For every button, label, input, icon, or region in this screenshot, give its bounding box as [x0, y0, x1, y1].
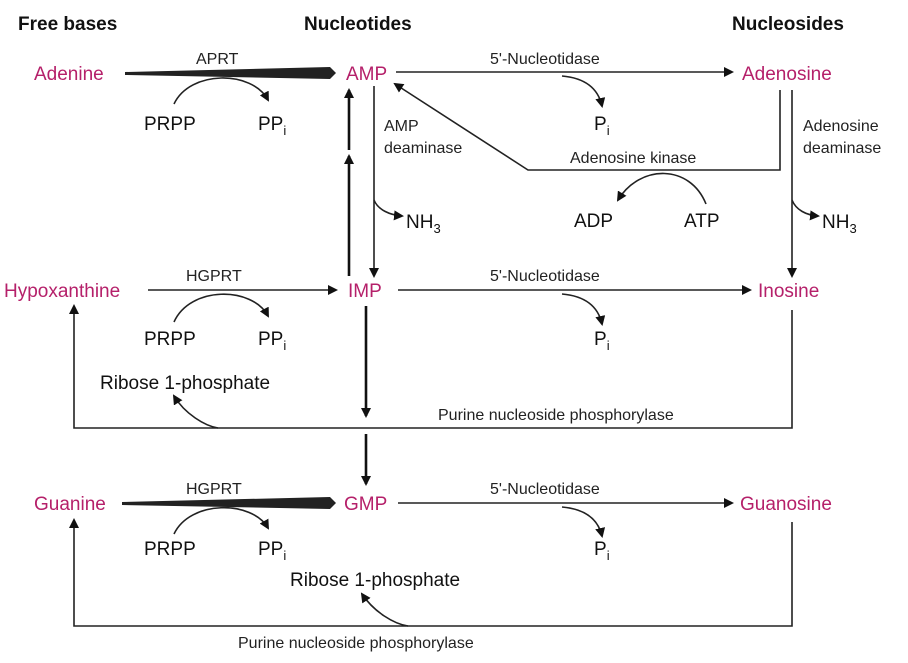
enzyme-adenosine-kinase: Adenosine kinase	[570, 150, 696, 167]
compound-imp: IMP	[348, 281, 382, 302]
kinase-atp-curve	[616, 172, 707, 205]
ppi-3: PPi	[258, 539, 286, 563]
enzyme-adenosine-deaminase-1: Adenosine	[803, 118, 879, 135]
compound-amp: AMP	[346, 64, 387, 85]
aprt-arrow	[125, 67, 336, 79]
hgprt-1-prpp-curve	[173, 293, 269, 323]
ppi-2: PPi	[258, 329, 286, 353]
nh3-2: NH3	[822, 212, 857, 236]
nucleotidase-1-pi-curve	[561, 75, 606, 108]
pi-2: Pi	[594, 329, 610, 353]
compound-inosine: Inosine	[758, 281, 819, 302]
compound-guanine: Guanine	[34, 494, 106, 515]
adenosine-kinase-arrow	[393, 82, 781, 171]
ribose-1-phosphate-1: Ribose 1-phosphate	[100, 373, 270, 394]
nucleotidase-3-pi-curve	[561, 506, 606, 538]
enzyme-hgprt-2: HGPRT	[186, 481, 242, 498]
enzyme-adenosine-deaminase-2: deaminase	[803, 140, 881, 157]
compound-adenine: Adenine	[34, 64, 104, 85]
hgprt-2-arrow	[122, 497, 336, 509]
nucleotidase-2-pi-curve	[561, 293, 606, 326]
prpp-1: PRPP	[144, 114, 196, 135]
enzyme-nucleotidase-2: 5'-Nucleotidase	[490, 268, 600, 285]
enzyme-amp-deaminase-2: deaminase	[384, 140, 462, 157]
ribose-1-phosphate-2: Ribose 1-phosphate	[290, 570, 460, 591]
enzyme-hgprt-1: HGPRT	[186, 268, 242, 285]
compound-adenosine: Adenosine	[742, 64, 832, 85]
inosine-to-hypoxanthine-loop	[69, 304, 793, 429]
header-free-bases: Free bases	[18, 14, 117, 35]
header-nucleosides: Nucleosides	[732, 14, 844, 35]
adenosine-deaminase-nh3-curve	[791, 199, 820, 221]
pnp-1-ribose-curve	[172, 394, 219, 429]
ppi-1: PPi	[258, 114, 286, 138]
compound-gmp: GMP	[344, 494, 387, 515]
nh3-1: NH3	[406, 212, 441, 236]
compound-hypoxanthine: Hypoxanthine	[4, 281, 120, 302]
atp: ATP	[684, 211, 720, 232]
guanosine-to-guanine-loop	[69, 518, 793, 627]
hgprt-2-prpp-curve	[173, 506, 269, 535]
enzyme-pnp-1: Purine nucleoside phosphorylase	[438, 407, 674, 424]
enzyme-pnp-2: Purine nucleoside phosphorylase	[238, 635, 474, 652]
enzyme-nucleotidase-3: 5'-Nucleotidase	[490, 481, 600, 498]
pi-3: Pi	[594, 539, 610, 563]
aprt-prpp-curve	[173, 77, 269, 105]
amp-deaminase-nh3-curve	[373, 199, 404, 221]
enzyme-nucleotidase-1: 5'-Nucleotidase	[490, 51, 600, 68]
pi-1: Pi	[594, 114, 610, 138]
enzyme-amp-deaminase-1: AMP	[384, 118, 419, 135]
header-nucleotides: Nucleotides	[304, 14, 412, 35]
prpp-2: PRPP	[144, 329, 196, 350]
enzyme-aprt: APRT	[196, 51, 239, 68]
compound-guanosine: Guanosine	[740, 494, 832, 515]
prpp-3: PRPP	[144, 539, 196, 560]
adp: ADP	[574, 211, 613, 232]
pnp-2-ribose-curve	[360, 592, 409, 627]
